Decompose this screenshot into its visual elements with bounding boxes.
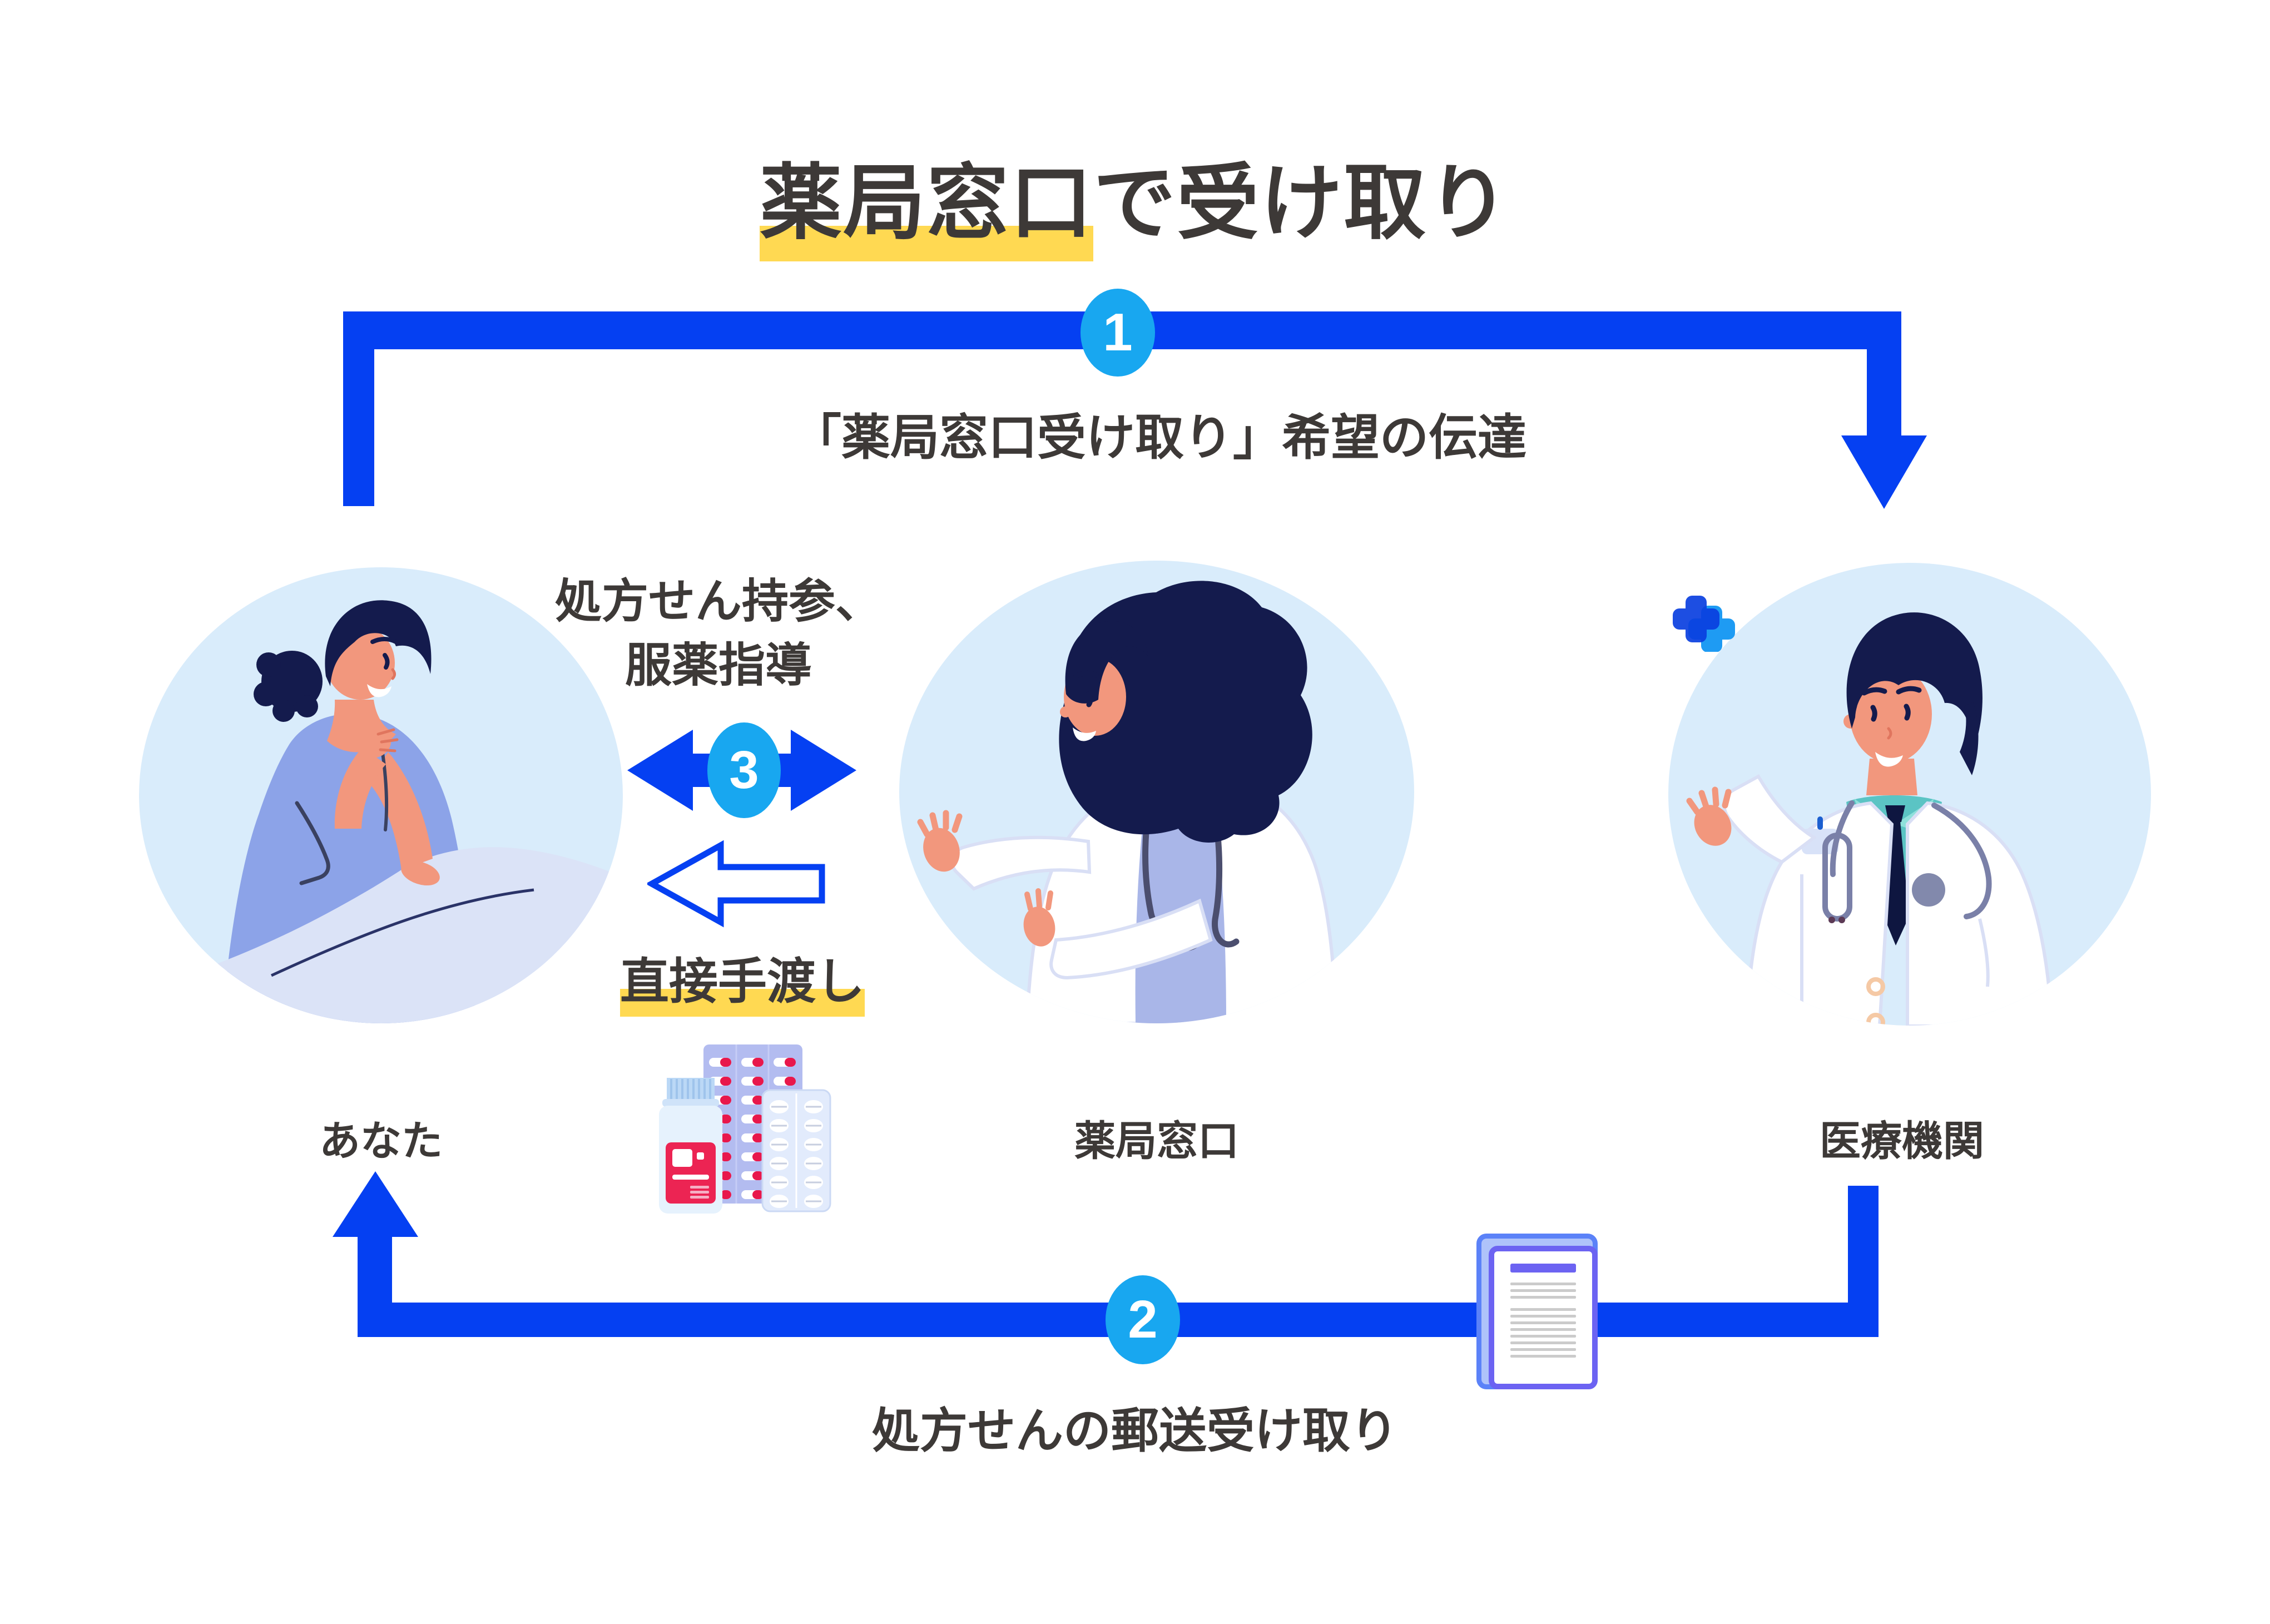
title-highlight: 薬局窓口 <box>760 157 1093 261</box>
handover-label: 直接手渡し <box>576 942 909 1017</box>
step1-bar-right <box>1867 311 1901 438</box>
step2-arrowhead-up-icon <box>333 1171 418 1237</box>
step3-label-line1: 処方せん持参、 <box>554 575 882 627</box>
step1-arrowhead-down-icon <box>1841 435 1927 509</box>
patient-label: あなた <box>319 1118 443 1164</box>
step2-label: 処方せんの郵送受け取り <box>872 1404 1398 1458</box>
title-rest: で受け取り <box>1093 157 1510 249</box>
handover-arrow-icon <box>647 840 825 928</box>
step3-label: 処方せん持参、 服薬指導 <box>496 570 941 697</box>
document-front-page <box>1489 1246 1598 1389</box>
step2-bar-left <box>358 1237 392 1337</box>
medical-cross-icon <box>1673 596 1735 652</box>
medicine-icon <box>659 1044 831 1214</box>
step3-label-line2: 服薬指導 <box>625 639 812 692</box>
step1-label: 「薬局窓口受け取り」希望の伝達 <box>792 410 1526 465</box>
doctor-avatar <box>1668 563 2151 1026</box>
document-title-bar <box>1510 1264 1576 1273</box>
step3-badge: 3 <box>707 722 781 818</box>
hospital-label: 医療機関 <box>1820 1118 1984 1164</box>
step2-badge: 2 <box>1106 1275 1180 1364</box>
step1-badge: 1 <box>1081 289 1155 377</box>
page-title: 薬局窓口で受け取り <box>0 136 2270 261</box>
pharmacy-label: 薬局窓口 <box>1074 1118 1239 1164</box>
patient-avatar <box>139 567 623 1023</box>
prescription-document-icon <box>1476 1234 1599 1393</box>
pharmacist-avatar <box>899 561 1414 1023</box>
